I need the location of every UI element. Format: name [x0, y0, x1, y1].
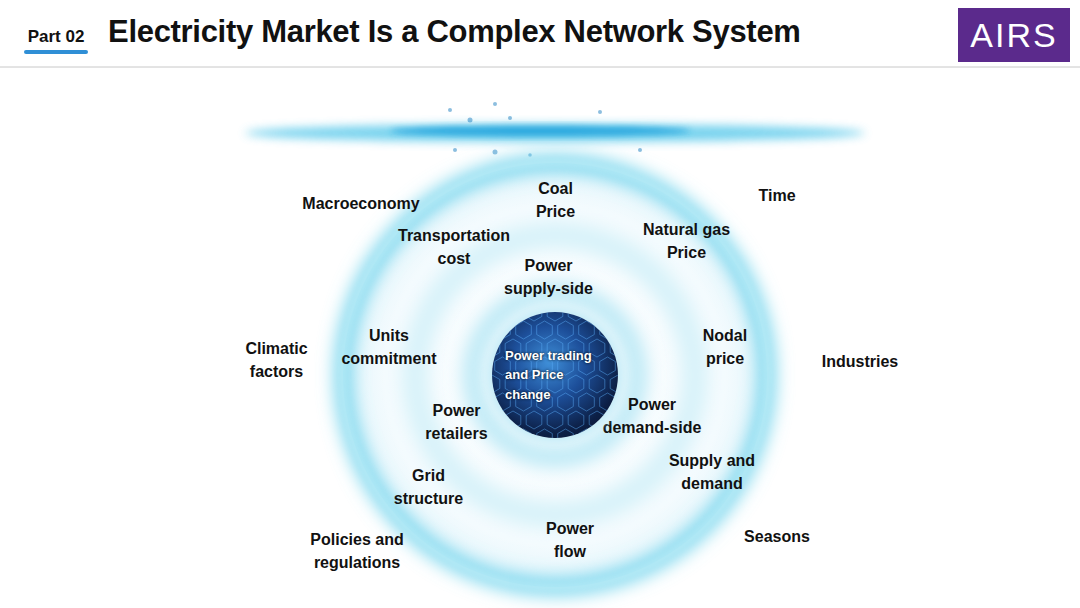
- factor-label: Time: [747, 184, 807, 207]
- logo-box: [958, 8, 1070, 62]
- slide-title: Electricity Market Is a Complex Network …: [108, 14, 801, 50]
- outer-disc: [343, 163, 767, 587]
- logo-text: AIRS: [959, 18, 1069, 52]
- factor-label: Seasons: [732, 525, 822, 548]
- part-underline: [24, 50, 88, 54]
- factor-label: Policies and regulations: [301, 528, 413, 574]
- header-rule: [0, 67, 1080, 68]
- factor-label: Power flow: [539, 517, 601, 563]
- outer-ring: [343, 163, 767, 587]
- part-label: Part 02: [11, 25, 101, 50]
- top-glow-core: [390, 126, 690, 136]
- center-circle: Power trading and Price change: [492, 312, 618, 438]
- factor-label: Transportation cost: [389, 224, 519, 270]
- factor-label: Industries: [810, 350, 910, 373]
- factor-label: Grid structure: [386, 464, 471, 510]
- middle-ring: [415, 235, 695, 515]
- factor-label: Nodal price: [694, 324, 756, 370]
- factor-label: Units commitment: [333, 324, 445, 370]
- factor-label: Coal Price: [528, 177, 583, 223]
- factor-label: Power retailers: [414, 399, 499, 445]
- factor-label: Power supply-side: [496, 254, 601, 300]
- factor-label: Natural gas Price: [634, 218, 739, 264]
- center-text: Power trading and Price change: [505, 346, 605, 405]
- top-glow: [245, 124, 865, 142]
- factor-label: Climatic factors: [234, 337, 319, 383]
- factor-label: Macroeconomy: [291, 192, 431, 215]
- inner-ring: [473, 293, 637, 457]
- factor-label: Supply and demand: [661, 449, 763, 495]
